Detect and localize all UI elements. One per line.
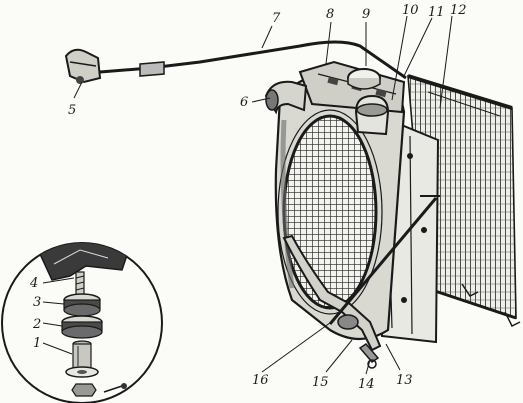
callout-1: 1 [33, 336, 41, 351]
callout-7: 7 [272, 11, 281, 26]
callout-15: 15 [312, 375, 329, 390]
callout-6: 6 [240, 95, 248, 110]
callout-13: 13 [396, 373, 413, 388]
callout-16: 16 [252, 373, 269, 388]
radiator-cap [347, 68, 381, 90]
callout-2: 2 [32, 317, 41, 332]
callout-labels: 1 2 3 4 5 6 7 8 9 10 11 12 13 14 15 16 [29, 3, 467, 392]
upper-hose [264, 80, 308, 115]
stay-rod [328, 195, 440, 325]
callout-4: 4 [29, 276, 38, 291]
callout-3: 3 [33, 295, 41, 310]
callout-12: 12 [450, 3, 467, 18]
callout-5: 5 [68, 103, 76, 118]
leader-lines [42, 15, 453, 375]
callout-8: 8 [326, 7, 334, 22]
drain-cock [358, 343, 380, 369]
callout-9: 9 [362, 7, 370, 22]
control-handle [64, 48, 102, 84]
filler-neck [354, 94, 390, 136]
callout-10: 10 [402, 3, 419, 18]
mount-detail-inset [1, 242, 163, 403]
callout-14: 14 [358, 377, 375, 392]
lower-hose [282, 234, 382, 352]
shutter-control-cable [99, 40, 407, 80]
callout-11: 11 [428, 5, 445, 20]
